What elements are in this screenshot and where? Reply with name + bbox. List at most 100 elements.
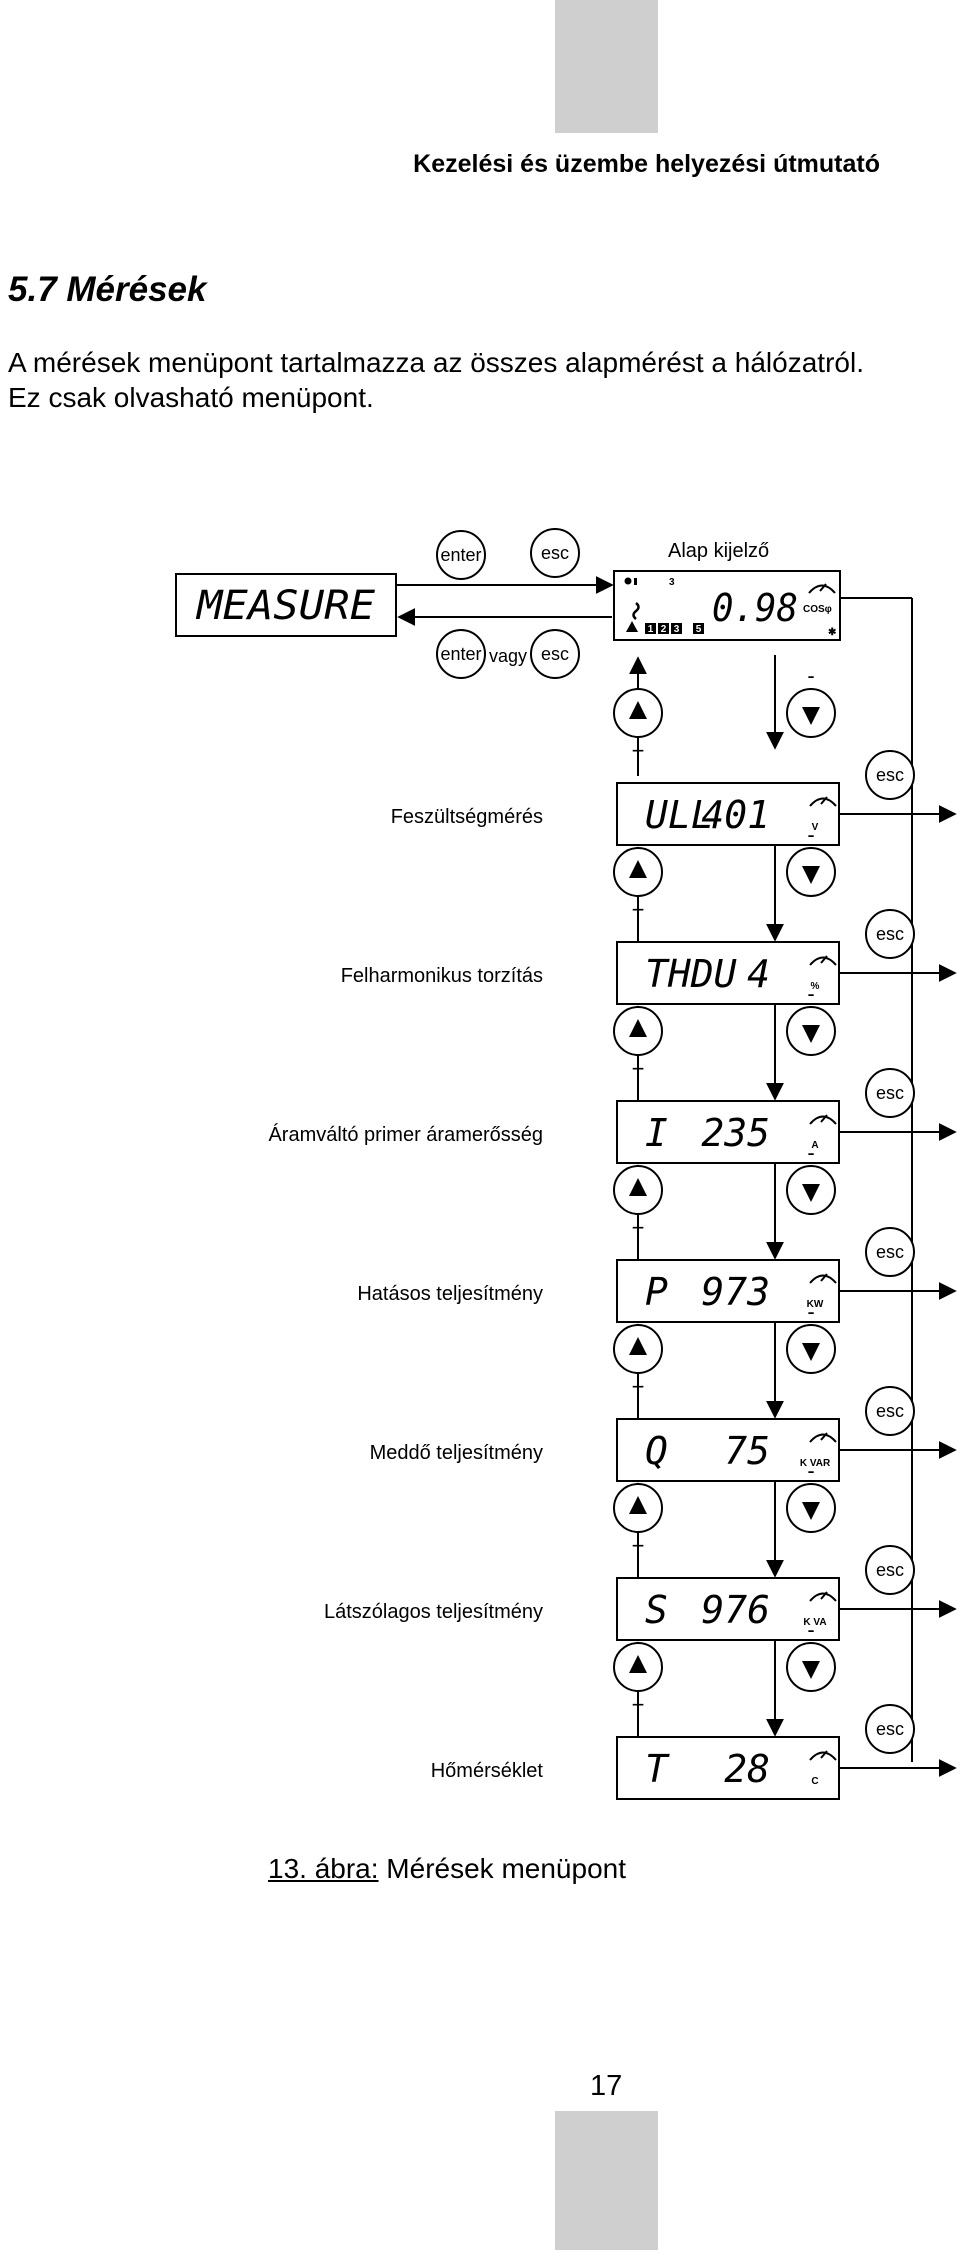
main-display-channel-3: 3 <box>674 624 680 635</box>
minus-button[interactable]: - <box>786 1299 836 1374</box>
enter-button-label: enter <box>440 545 481 565</box>
minus-button[interactable]: - <box>786 663 836 738</box>
esc-button-label: esc <box>876 1083 904 1103</box>
minus-sign: - <box>807 981 814 1006</box>
display-value: 401 <box>701 793 770 837</box>
down-arrow-icon <box>786 1642 836 1692</box>
esc-button[interactable]: esc <box>865 1227 915 1277</box>
display-box <box>616 1259 840 1323</box>
down-arrow-icon <box>786 1006 836 1056</box>
minus-button[interactable]: - <box>786 822 836 897</box>
display-value: 976 <box>701 1588 770 1632</box>
plus-sign: + <box>632 1215 645 1240</box>
row-label: Feszültségmérés <box>391 806 543 828</box>
row-label: Áramváltó primer áramerősség <box>268 1123 543 1146</box>
esc-button-label: esc <box>876 1242 904 1262</box>
display-code: P <box>645 1270 668 1314</box>
minus-button[interactable]: - <box>786 1140 836 1215</box>
esc-button[interactable]: esc <box>865 1068 915 1118</box>
plus-button[interactable]: + <box>613 1642 663 1717</box>
plus-button[interactable]: + <box>613 1483 663 1558</box>
esc-button[interactable]: esc <box>865 909 915 959</box>
row-label: Hőmérséklet <box>431 1760 544 1782</box>
display-value: 28 <box>724 1747 770 1791</box>
display-code: Q <box>645 1429 668 1473</box>
display-code: S <box>645 1588 668 1632</box>
main-display-channel-1: 1 <box>648 624 654 635</box>
measure-display: MEASURE <box>175 573 397 637</box>
minus-sign: - <box>807 663 814 688</box>
up-arrow-icon <box>613 1165 663 1215</box>
minus-button[interactable]: - <box>786 1458 836 1533</box>
minus-button[interactable]: - <box>786 1617 836 1692</box>
main-display-title: Alap kijelző <box>668 540 769 562</box>
esc-button[interactable]: esc <box>865 1386 915 1436</box>
esc-button[interactable]: esc <box>865 1704 915 1754</box>
esc-button-label: esc <box>876 1401 904 1421</box>
plus-button[interactable]: + <box>613 847 663 922</box>
esc-button[interactable]: esc <box>865 1545 915 1595</box>
display-code: THDU <box>645 952 737 996</box>
plus-sign: + <box>632 897 645 922</box>
figure-title: Mérések menüpont <box>378 1853 626 1884</box>
display-unit: V <box>812 822 819 833</box>
esc-button-bottom[interactable]: esc <box>530 629 580 679</box>
esc-button-bottom-label: esc <box>541 644 569 664</box>
plus-button[interactable]: + <box>613 688 663 763</box>
up-arrow-icon <box>613 1642 663 1692</box>
enter-button[interactable]: enter <box>436 530 486 580</box>
minus-sign: - <box>807 822 814 847</box>
plus-sign: + <box>632 1533 645 1558</box>
display-unit: A <box>811 1140 818 1151</box>
display-unit: C <box>811 1776 818 1787</box>
esc-button-label: esc <box>876 924 904 944</box>
main-display: 3 1 2 3 5 0.98 COSφ ✱ <box>613 570 841 641</box>
esc-button-label: esc <box>876 765 904 785</box>
esc-button-top-label: esc <box>541 543 569 563</box>
display-unit: % <box>811 981 820 992</box>
enter-button-bottom-label: enter <box>440 644 481 664</box>
page-number: 17 <box>590 2070 623 2102</box>
display-value: 235 <box>701 1111 770 1155</box>
plus-button[interactable]: + <box>613 1006 663 1081</box>
intro-line-2: Ez csak olvasható menüpont. <box>8 382 374 413</box>
bottom-page-tab <box>555 2111 658 2250</box>
esc-button[interactable]: esc <box>865 750 915 800</box>
up-arrow-icon <box>613 1324 663 1374</box>
top-page-tab <box>555 0 658 133</box>
main-display-channel-extra: 5 <box>696 624 702 635</box>
star-icon: ✱ <box>828 627 837 638</box>
display-code: ULL <box>645 793 714 837</box>
intro-line-1: A mérések menüpont tartalmazza az összes… <box>8 347 864 378</box>
down-arrow-icon <box>786 1483 836 1533</box>
display-code: T <box>645 1747 670 1791</box>
minus-button[interactable]: - <box>786 981 836 1056</box>
or-label: vagy <box>489 646 527 666</box>
up-arrow-icon <box>613 1483 663 1533</box>
display-value: 973 <box>701 1270 770 1314</box>
figure-caption: 13. ábra: Mérések menüpont <box>268 1853 626 1885</box>
display-box <box>616 782 840 846</box>
row-label: Felharmonikus torzítás <box>341 965 543 987</box>
display-box <box>616 1736 840 1800</box>
esc-button-top[interactable]: esc <box>530 528 580 578</box>
main-display-channel-2: 2 <box>661 624 667 635</box>
plus-sign: + <box>632 1374 645 1399</box>
up-arrow-icon <box>613 1006 663 1056</box>
minus-sign: - <box>807 1299 814 1324</box>
plus-button[interactable]: + <box>613 1324 663 1399</box>
display-code: I <box>645 1111 668 1155</box>
display-unit: K VA <box>803 1617 826 1628</box>
display-value: 4 <box>747 952 770 996</box>
plus-button[interactable]: + <box>613 1165 663 1240</box>
minus-sign: - <box>807 1458 814 1483</box>
up-arrow-icon <box>613 847 663 897</box>
enter-button-bottom[interactable]: enter <box>436 629 486 679</box>
figure-number: 13. ábra: <box>268 1853 379 1884</box>
